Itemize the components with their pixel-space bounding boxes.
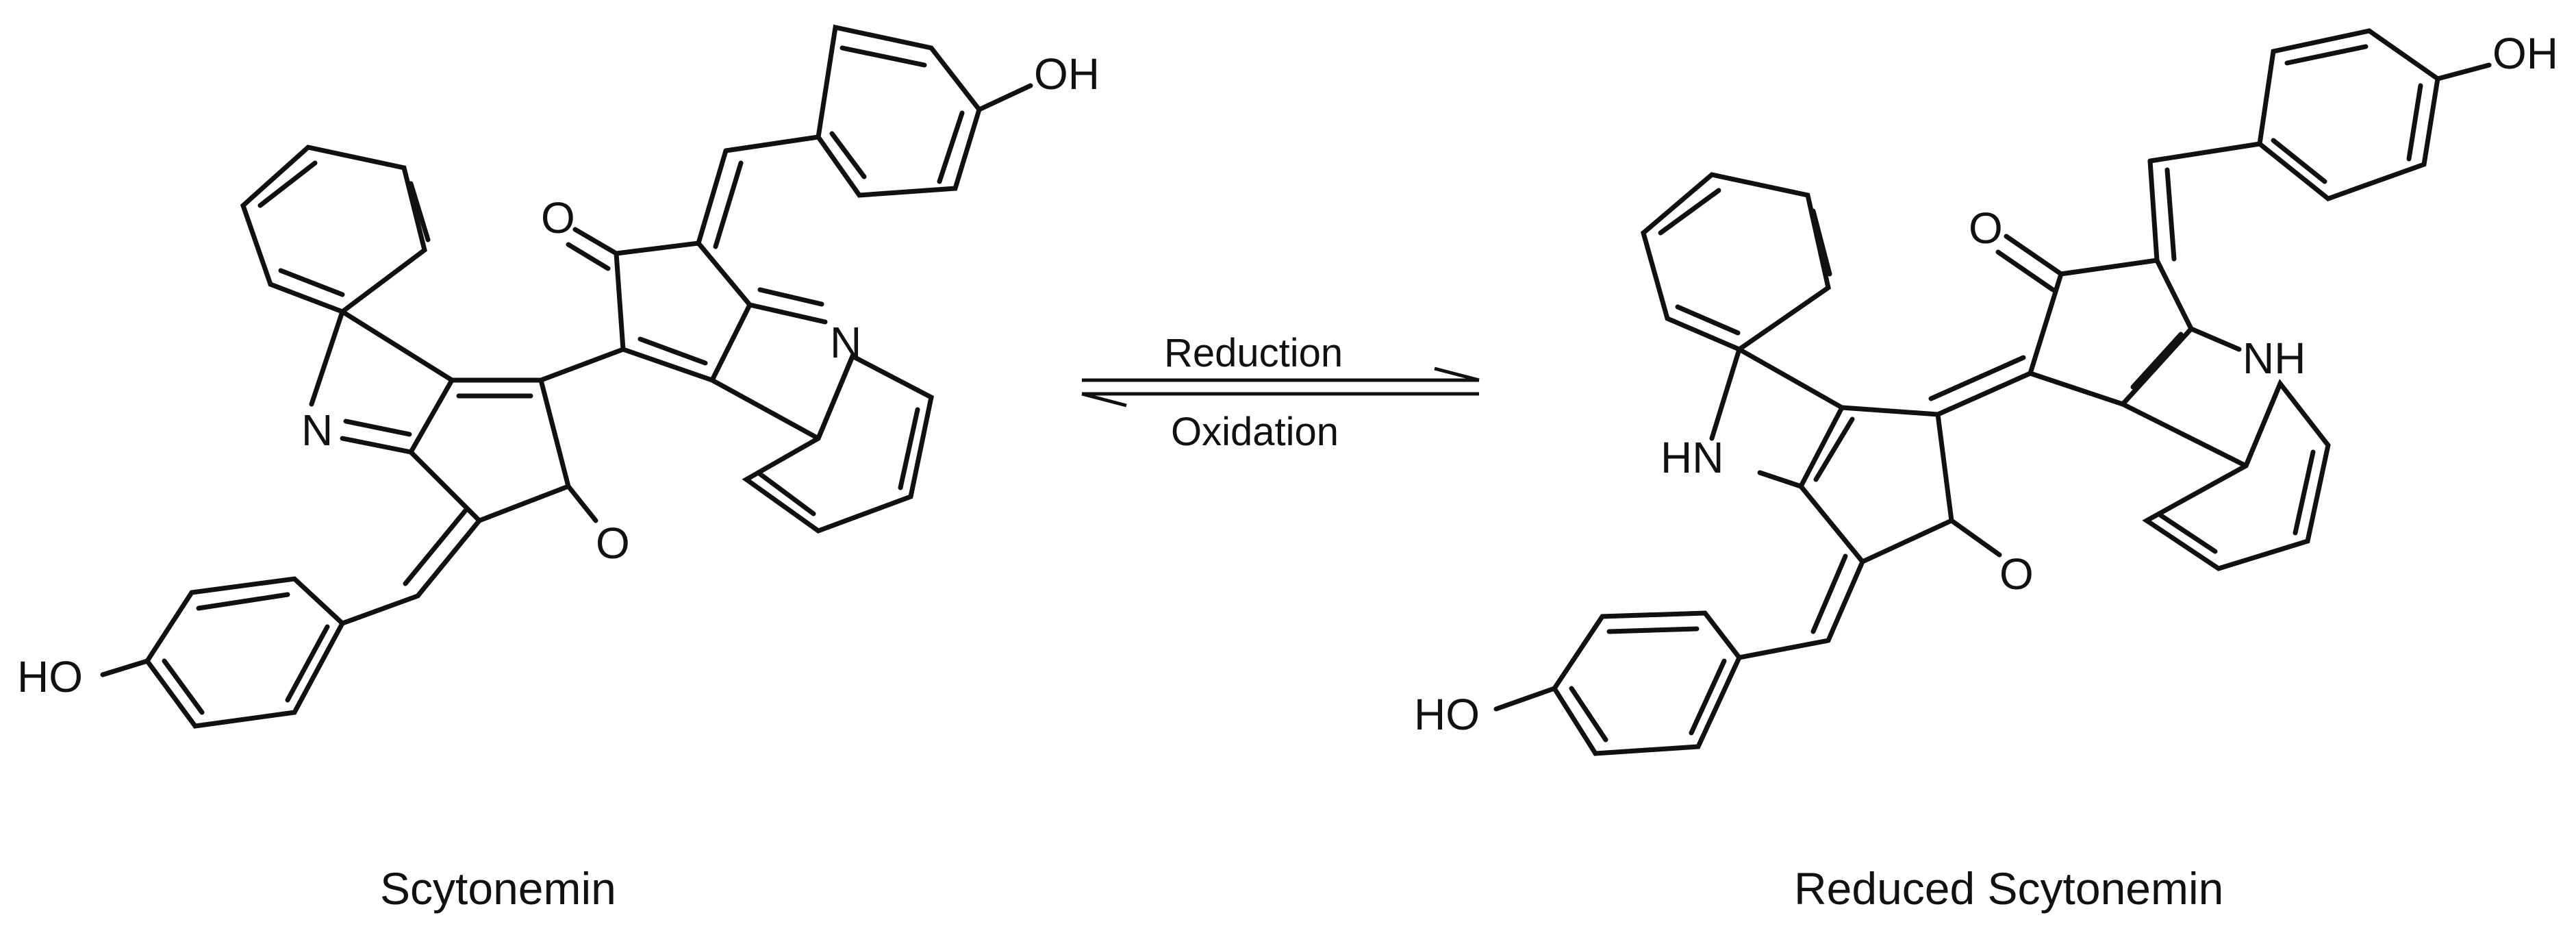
indole-left: [240, 145, 455, 455]
carbonyl-oxygen-top: O: [1969, 203, 2003, 253]
hydroxyl-label-bottom: HO: [1414, 690, 1480, 739]
caption-reduced-scytonemin: Reduced Scytonemin: [1794, 863, 2223, 914]
caption-scytonemin: Scytonemin: [380, 863, 616, 914]
hydroxyl-label-bottom: HO: [17, 652, 83, 701]
indole-right: [709, 287, 934, 534]
equilibrium-arrows: Reduction Oxidation: [1081, 331, 1480, 454]
carbonyl-oxygen-bottom: O: [1999, 549, 2034, 599]
carbonyl-oxygen-bottom: O: [596, 519, 630, 568]
carbonyl-oxygen-top: O: [541, 193, 575, 242]
indole-left: [1641, 172, 1845, 489]
oxidation-label: Oxidation: [1171, 410, 1339, 454]
nitrogen-right: N: [830, 318, 861, 367]
nitrogen-left: N: [301, 406, 333, 455]
hydroxyl-label-top: OH: [2492, 29, 2558, 78]
hydroxyl-label-top: OH: [1034, 49, 1100, 99]
nh-label-right: NH: [2243, 334, 2306, 383]
phenol-ring-top: [816, 24, 1033, 198]
phenol-ring-bottom: [100, 576, 346, 729]
scytonemin-structure: OH O N N O HO: [17, 24, 1100, 729]
reduced-scytonemin-structure: OH O NH HN O HO: [1414, 28, 2558, 756]
phenol-ring-bottom: [1493, 610, 1743, 756]
nh-label-left: HN: [1660, 433, 1723, 482]
reduction-label: Reduction: [1164, 331, 1343, 375]
cyclopentenone-top: [566, 227, 753, 383]
cyclopentenone-bottom: [1798, 405, 2002, 564]
cyclopentenone-top: [1995, 234, 2194, 407]
indole-right: [2120, 326, 2331, 571]
phenol-ring-top: [2257, 28, 2492, 201]
cyclopentenone-bottom: [408, 377, 598, 523]
